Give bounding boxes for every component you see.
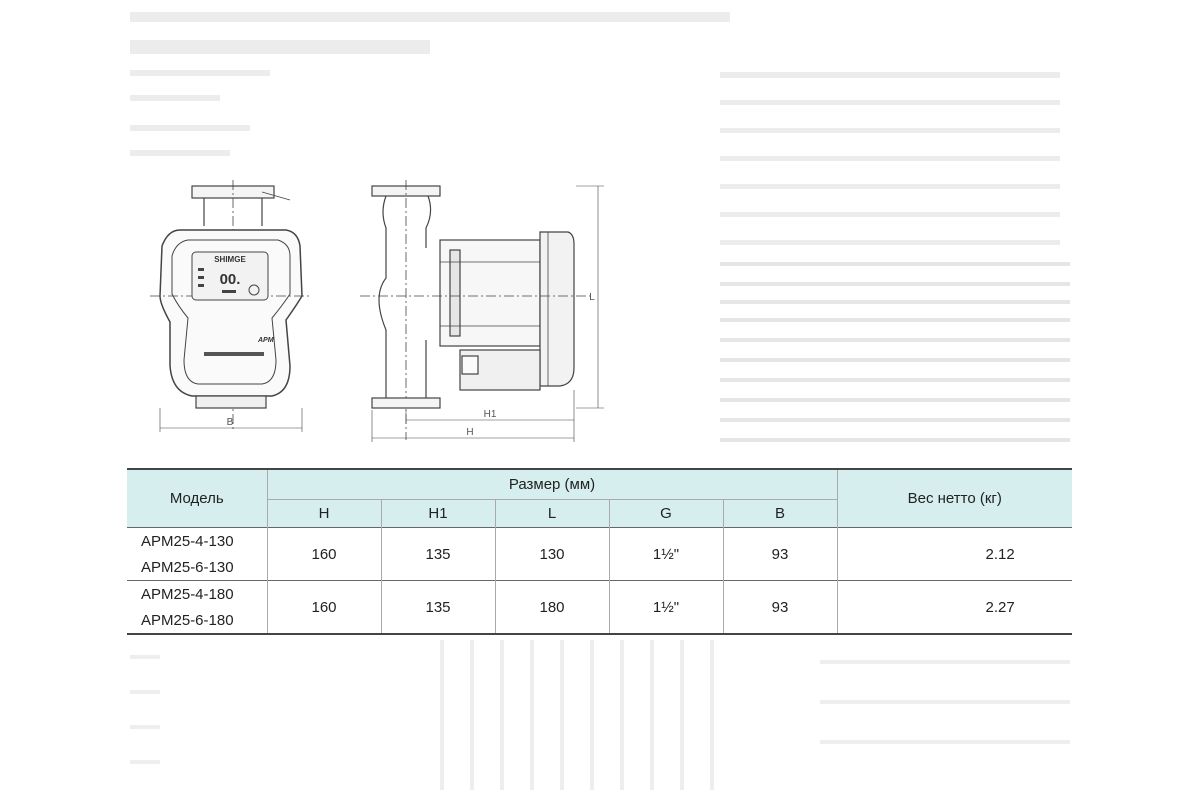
header-size: Размер (мм) (266, 468, 838, 500)
dimension-h1-label: H1 (484, 409, 497, 420)
model-cell: APM25-4-180 (127, 580, 267, 607)
value-cell-h: 160 (266, 580, 381, 635)
model-cell: APM25-4-130 (127, 527, 267, 554)
header-weight: Вес нетто (кг) (836, 468, 1072, 528)
efficiency-strip (204, 352, 264, 356)
value-cell-b: 93 (722, 527, 837, 581)
column-header-g: G (608, 499, 723, 528)
value-cell-l: 130 (494, 527, 609, 581)
table-row: APM25-6-180 (127, 607, 1072, 635)
table-row: APM25-4-180 160 135 180 1½" 93 2.27 (127, 580, 1072, 635)
value-cell-h: 160 (266, 527, 381, 581)
column-header-b: B (722, 499, 837, 528)
value-cell-g: 1½" (608, 580, 723, 635)
dimension-b-label: B (227, 417, 234, 428)
value-cell-l: 180 (494, 580, 609, 635)
weight-cell: 2.12 (836, 527, 1072, 581)
pump-side-view (360, 180, 604, 442)
value-cell-h1: 135 (380, 527, 495, 581)
column-header-l: L (494, 499, 609, 528)
model-cell: APM25-6-130 (141, 558, 234, 576)
model-mark-label: APM (257, 337, 274, 344)
spec-table: Модель Размер (мм) Вес нетто (кг) H H1 L… (127, 468, 1072, 635)
value-cell-h1: 135 (380, 580, 495, 635)
display-readout: 00. (220, 271, 241, 288)
header-model: Модель (127, 468, 267, 528)
table-row: APM25-6-130 (127, 554, 1072, 581)
display-indicators (198, 268, 260, 296)
pump-front-view (150, 180, 312, 432)
value-cell-g: 1½" (608, 527, 723, 581)
dimension-l-label: L (589, 292, 595, 303)
column-header-h: H (266, 499, 381, 528)
brand-logo-text: SHIMGE (214, 255, 246, 264)
column-header-h1: H1 (380, 499, 495, 528)
dimension-h-label: H (466, 427, 473, 438)
pump-technical-drawing: SHIMGE 00. APM B (150, 180, 604, 442)
model-cell: APM25-6-180 (127, 607, 267, 635)
value-cell-b: 93 (722, 580, 837, 635)
weight-cell: 2.27 (836, 580, 1072, 635)
table-row: APM25-4-130 160 135 130 1½" 93 2.12 (127, 527, 1072, 581)
